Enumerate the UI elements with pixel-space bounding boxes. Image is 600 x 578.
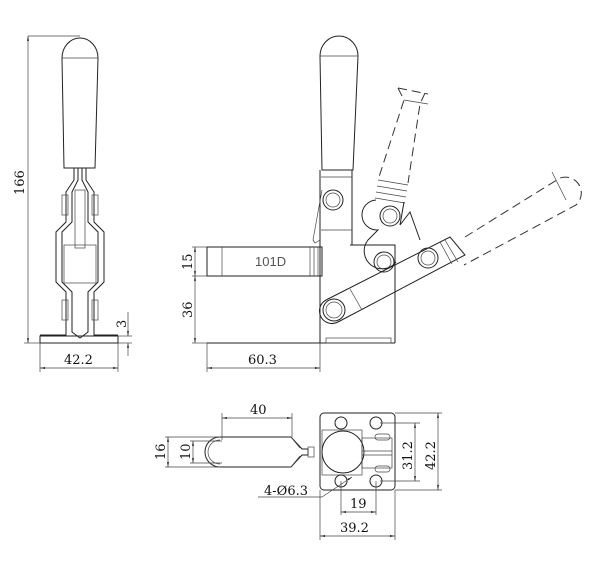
pivot-pins bbox=[322, 189, 439, 322]
top-pivot bbox=[321, 430, 365, 474]
front-handle bbox=[61, 37, 99, 169]
top-base-plate bbox=[319, 412, 396, 491]
open-arm-dashed bbox=[463, 176, 582, 266]
holes-callout: 4-Ø6.3 bbox=[264, 484, 308, 499]
dim-body-height: 36 bbox=[181, 301, 196, 318]
spindle-block bbox=[206, 246, 323, 277]
dim-base-depth: 42.2 bbox=[424, 441, 439, 470]
lower-arm bbox=[318, 236, 466, 325]
front-view: 166 42.2 3 bbox=[13, 35, 132, 372]
top-view: 40 16 10 4-Ø6.3 19 39.2 31.2 42.2 bbox=[154, 403, 442, 540]
dim-front-width: 42.2 bbox=[64, 353, 93, 368]
mounting-holes bbox=[334, 416, 383, 488]
raised-handle-dashed bbox=[377, 87, 429, 184]
dim-height: 166 bbox=[13, 170, 28, 195]
side-base bbox=[207, 170, 396, 344]
dim-hole-spacing-y: 31.2 bbox=[401, 441, 416, 470]
side-view: 101D 15 36 60.3 bbox=[181, 35, 582, 372]
dim-slot-width: 10 bbox=[179, 443, 194, 460]
dim-base-thickness: 3 bbox=[115, 320, 130, 328]
part-marking: 101D bbox=[255, 254, 286, 269]
dim-base-width: 39.2 bbox=[340, 521, 369, 536]
dim-spindle-height: 15 bbox=[181, 253, 196, 270]
top-spindle bbox=[204, 436, 309, 468]
dim-hole-spacing-x: 19 bbox=[350, 497, 367, 512]
dim-spindle-length: 40 bbox=[250, 403, 267, 418]
dim-spindle-outer: 16 bbox=[154, 443, 169, 460]
front-base bbox=[39, 335, 119, 344]
dim-length: 60.3 bbox=[248, 353, 277, 368]
front-linkage bbox=[40, 168, 118, 336]
